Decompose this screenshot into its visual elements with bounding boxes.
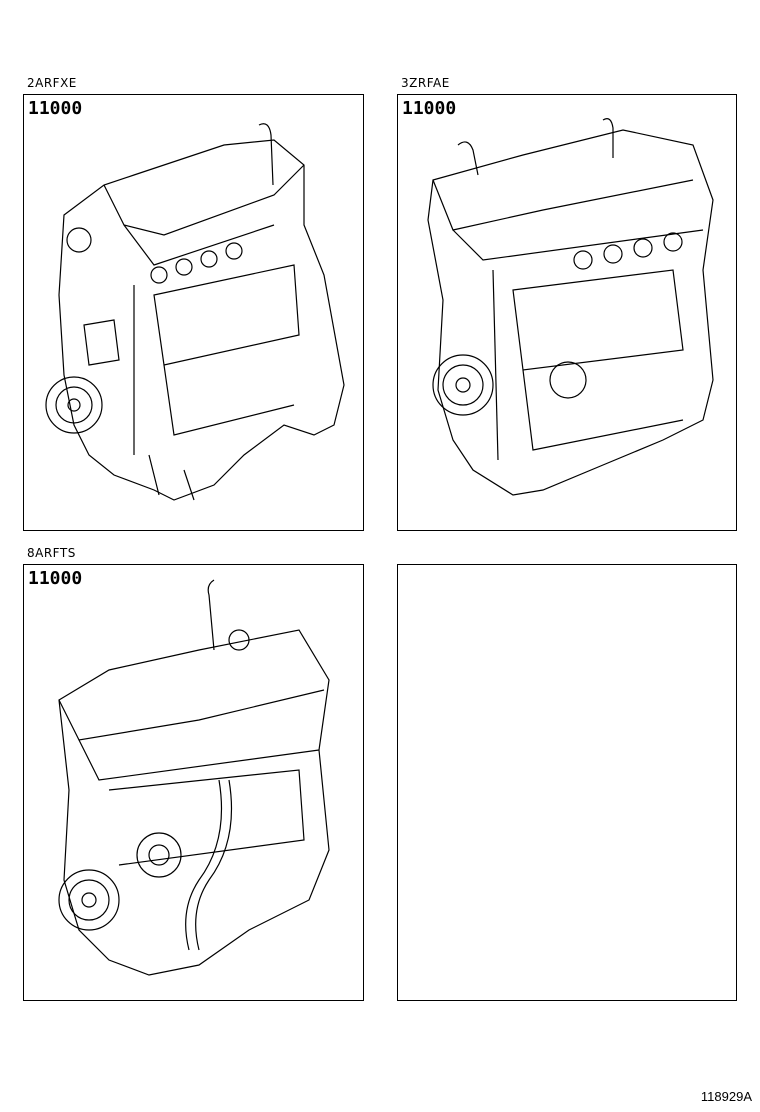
engine-code-label: 8ARFTS — [27, 546, 76, 560]
engine-code-label: 3ZRFAE — [401, 76, 450, 90]
engine-drawing-icon — [427, 118, 714, 496]
engine-drawing-icon — [58, 579, 330, 976]
part-number: 11000 — [402, 98, 457, 119]
part-panel-empty — [397, 564, 737, 1001]
illustration-reference: 118929A — [700, 1089, 752, 1104]
engine-drawing-icon — [45, 123, 345, 501]
part-number: 11000 — [28, 568, 83, 589]
part-panel-8arfts[interactable]: 11000 — [23, 564, 364, 1001]
engine-code-label: 2ARFXE — [27, 76, 77, 90]
part-panel-3zrfae[interactable]: 11000 — [397, 94, 737, 531]
part-number: 11000 — [28, 98, 83, 119]
part-panel-2arfxe[interactable]: 11000 — [23, 94, 364, 531]
